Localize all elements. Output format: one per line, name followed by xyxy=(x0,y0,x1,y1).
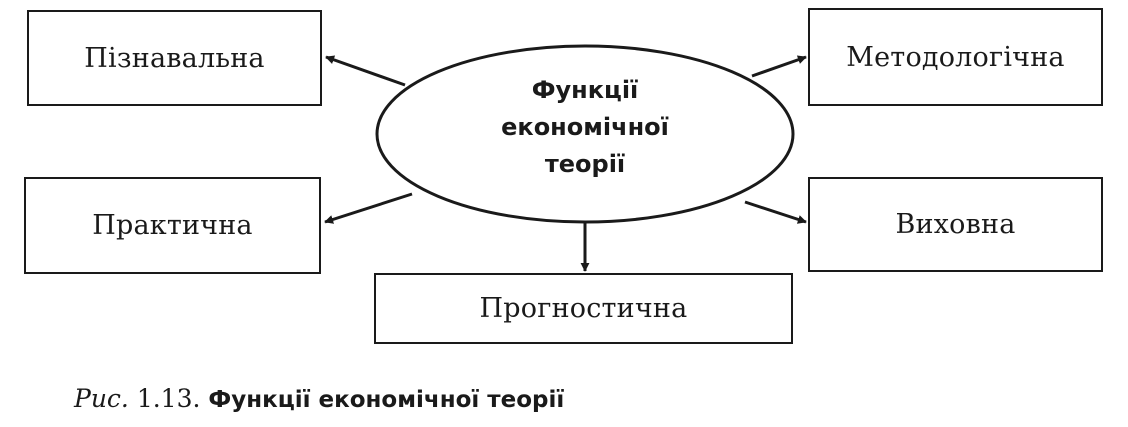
node-prognostic-label: Прогностична xyxy=(479,293,688,324)
arrow-to-practical xyxy=(324,192,413,224)
node-practical-label: Практична xyxy=(92,210,253,241)
center-label-line-1: Функції xyxy=(531,76,639,104)
center-ellipse xyxy=(375,44,795,224)
node-educational-label: Виховна xyxy=(895,209,1016,240)
center-label-line-3: теорії xyxy=(544,150,626,178)
caption-prefix: Рис. xyxy=(74,384,129,413)
center-label: Функції економічної теорії xyxy=(412,72,758,183)
node-cognitive: Пізнавальна xyxy=(27,10,322,106)
arrow-to-methodology xyxy=(751,55,807,78)
caption-title: Функції економічної теорії xyxy=(208,387,565,413)
node-practical: Практична xyxy=(24,177,321,274)
node-cognitive-label: Пізнавальна xyxy=(84,42,265,74)
node-methodology: Методологічна xyxy=(808,8,1103,106)
arrow-to-educational xyxy=(744,200,807,224)
figure-caption: Рис. 1.13. Функції економічної теорії xyxy=(74,384,564,413)
node-educational: Виховна xyxy=(808,177,1103,272)
node-prognostic: Прогностична xyxy=(374,273,793,344)
caption-number: 1.13. xyxy=(136,384,201,413)
arrow-to-cognitive xyxy=(325,55,406,87)
center-label-line-2: економічної xyxy=(501,113,669,141)
node-methodology-label: Методологічна xyxy=(846,41,1065,73)
